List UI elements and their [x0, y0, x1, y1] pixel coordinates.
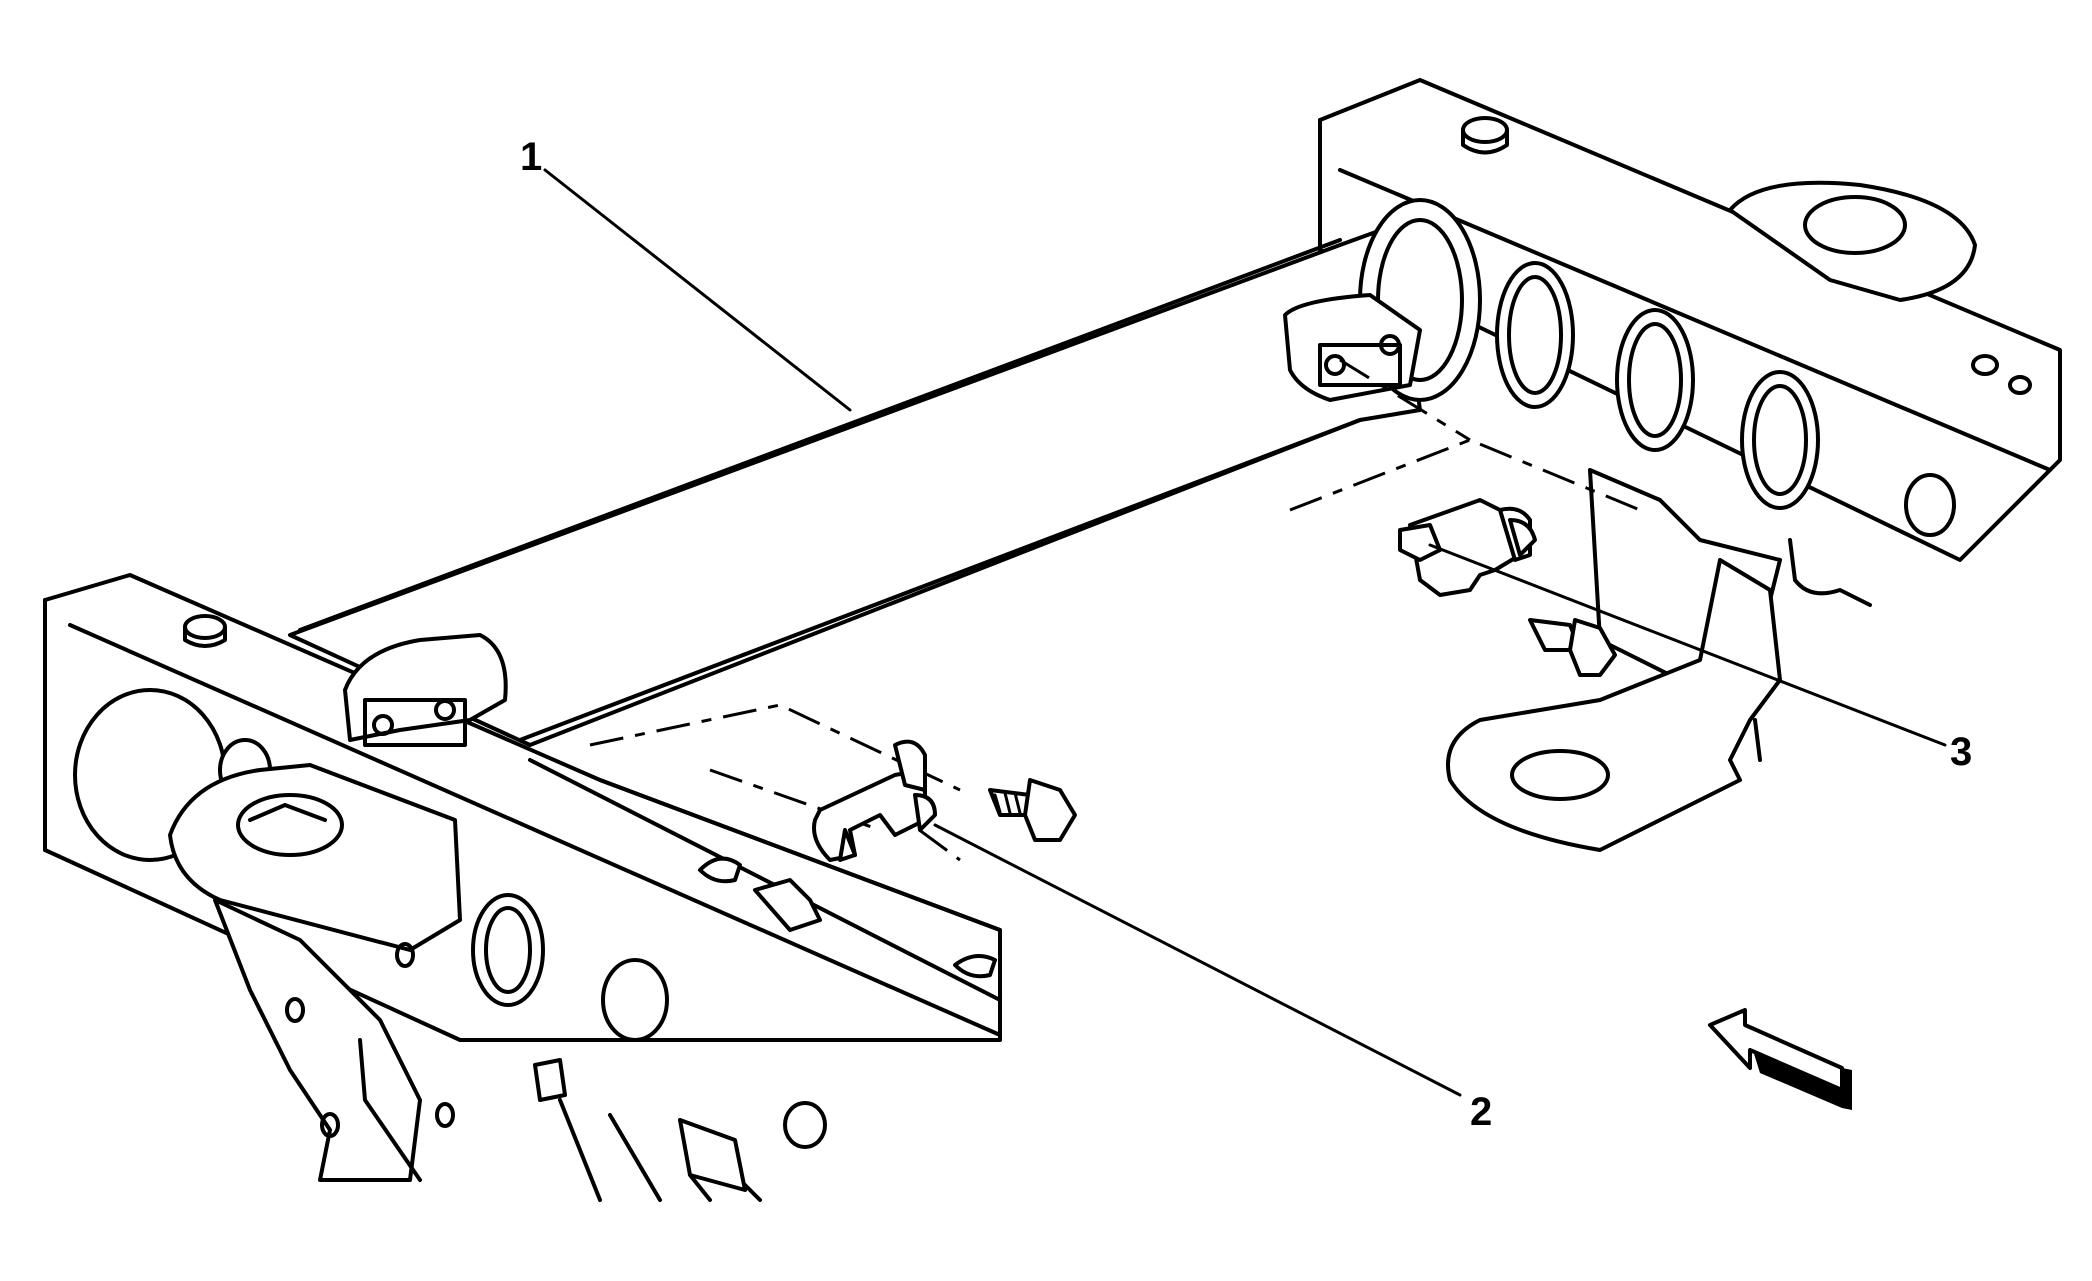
bracket-part-3 — [1289, 358, 1641, 677]
left-frame-rail — [43, 573, 1002, 1202]
callout-label-1: 1 — [520, 135, 542, 179]
leader-lines — [543, 168, 1947, 1097]
bracket-part-2 — [589, 703, 1077, 862]
callout-label-3: 3 — [1950, 730, 1972, 774]
callout-label-2: 2 — [1470, 1090, 1492, 1134]
crossmember-tube — [288, 198, 1482, 747]
view-direction-arrow-icon — [1708, 1008, 1852, 1110]
right-frame-rail — [1318, 78, 2062, 852]
